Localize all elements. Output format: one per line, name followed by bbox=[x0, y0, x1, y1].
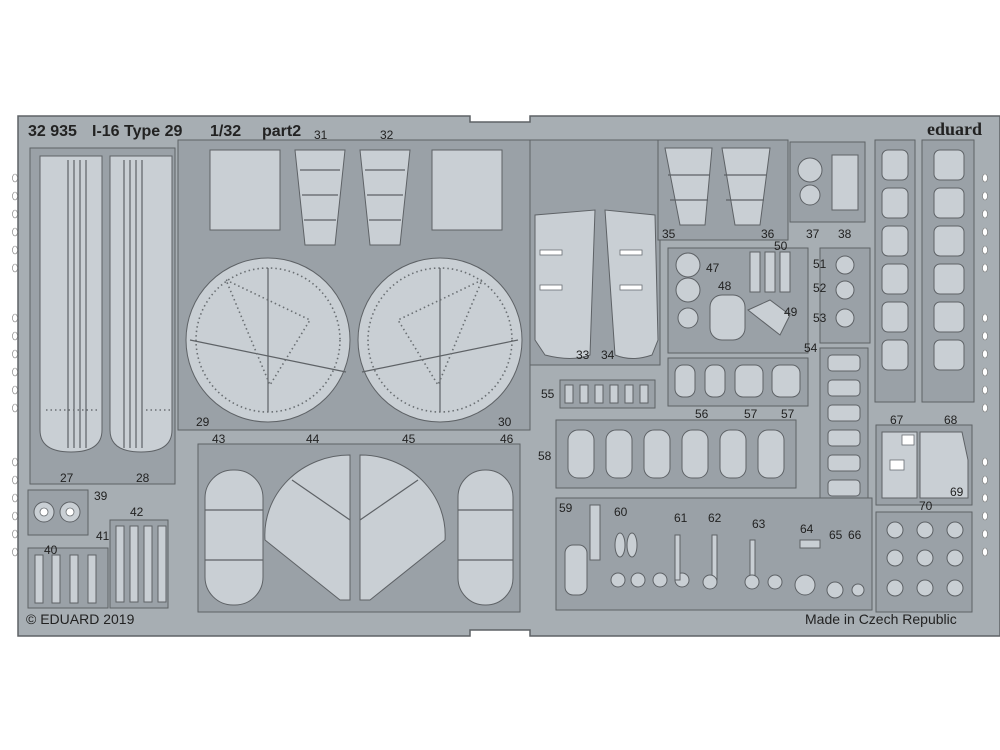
clip-columns bbox=[874, 139, 975, 403]
part-number: 59 bbox=[559, 501, 573, 515]
part-number: 38 bbox=[838, 227, 852, 241]
part-number: 45 bbox=[402, 432, 416, 446]
part-number-labels: 27 28 29 30 31 32 33 34 35 36 37 38 39 4… bbox=[44, 128, 964, 557]
part-number: 29 bbox=[196, 415, 210, 429]
part-number: 68 bbox=[944, 413, 958, 427]
scale: 1/32 bbox=[210, 123, 241, 140]
brand-logo: eduard bbox=[927, 119, 982, 139]
part-number: 37 bbox=[806, 227, 820, 241]
part-number: 34 bbox=[601, 348, 615, 362]
parts-51-54 bbox=[819, 247, 871, 344]
part-number: 51 bbox=[813, 257, 827, 271]
part-number: 55 bbox=[541, 387, 555, 401]
strip-parts-27-28 bbox=[29, 147, 176, 485]
part-number: 63 bbox=[752, 517, 766, 531]
part-number: 50 bbox=[774, 239, 788, 253]
model-name: I-16 Type 29 bbox=[92, 123, 183, 140]
part-number: 64 bbox=[800, 522, 814, 536]
parts-67-69 bbox=[875, 424, 973, 506]
part-number: 39 bbox=[94, 489, 108, 503]
parts-35-36 bbox=[657, 139, 789, 241]
part-number: 53 bbox=[813, 311, 827, 325]
part-number: 57 bbox=[781, 407, 795, 421]
part-number: 32 bbox=[380, 128, 394, 142]
part-number: 41 bbox=[96, 529, 110, 543]
part-number: 27 bbox=[60, 471, 74, 485]
parts-70 bbox=[875, 511, 973, 613]
part-number: 70 bbox=[919, 499, 933, 513]
parts-47-50 bbox=[667, 247, 809, 354]
part-label: part2 bbox=[262, 123, 301, 140]
part-number: 40 bbox=[44, 543, 58, 557]
parts-37-38 bbox=[789, 141, 866, 223]
part-number: 36 bbox=[761, 227, 775, 241]
copyright-text: © EDUARD 2019 bbox=[26, 611, 135, 627]
part-number: 69 bbox=[950, 485, 964, 499]
part-number: 31 bbox=[314, 128, 328, 142]
origin-text: Made in Czech Republic bbox=[805, 611, 957, 627]
part-number: 67 bbox=[890, 413, 904, 427]
part-number: 46 bbox=[500, 432, 514, 446]
part-number: 66 bbox=[848, 528, 862, 542]
part-number: 60 bbox=[614, 505, 628, 519]
part-number: 62 bbox=[708, 511, 722, 525]
part-number: 58 bbox=[538, 449, 552, 463]
part-number: 47 bbox=[706, 261, 720, 275]
part-number: 44 bbox=[306, 432, 320, 446]
part-number: 52 bbox=[813, 281, 827, 295]
circular-panels bbox=[177, 139, 531, 431]
flap-parts-33-34 bbox=[529, 139, 661, 366]
part-number: 54 bbox=[804, 341, 818, 355]
parts-39-42 bbox=[27, 489, 169, 609]
part-number: 33 bbox=[576, 348, 590, 362]
part-number: 42 bbox=[130, 505, 144, 519]
part-number: 35 bbox=[662, 227, 676, 241]
catalog-number: 32 935 bbox=[28, 123, 77, 140]
parts-43-46 bbox=[197, 443, 521, 613]
part-number: 56 bbox=[695, 407, 709, 421]
part-number: 43 bbox=[212, 432, 226, 446]
part-number: 61 bbox=[674, 511, 688, 525]
part-number: 57 bbox=[744, 407, 758, 421]
part-number: 28 bbox=[136, 471, 150, 485]
part-number: 65 bbox=[829, 528, 843, 542]
parts-59-66 bbox=[555, 497, 873, 611]
part-number: 49 bbox=[784, 305, 798, 319]
parts-58 bbox=[555, 419, 797, 489]
parts-55-57 bbox=[559, 357, 809, 409]
parts-54-column bbox=[819, 347, 869, 509]
right-hole-column bbox=[982, 173, 988, 557]
left-hole-column bbox=[12, 173, 18, 557]
part-number: 30 bbox=[498, 415, 512, 429]
part-number: 48 bbox=[718, 279, 732, 293]
